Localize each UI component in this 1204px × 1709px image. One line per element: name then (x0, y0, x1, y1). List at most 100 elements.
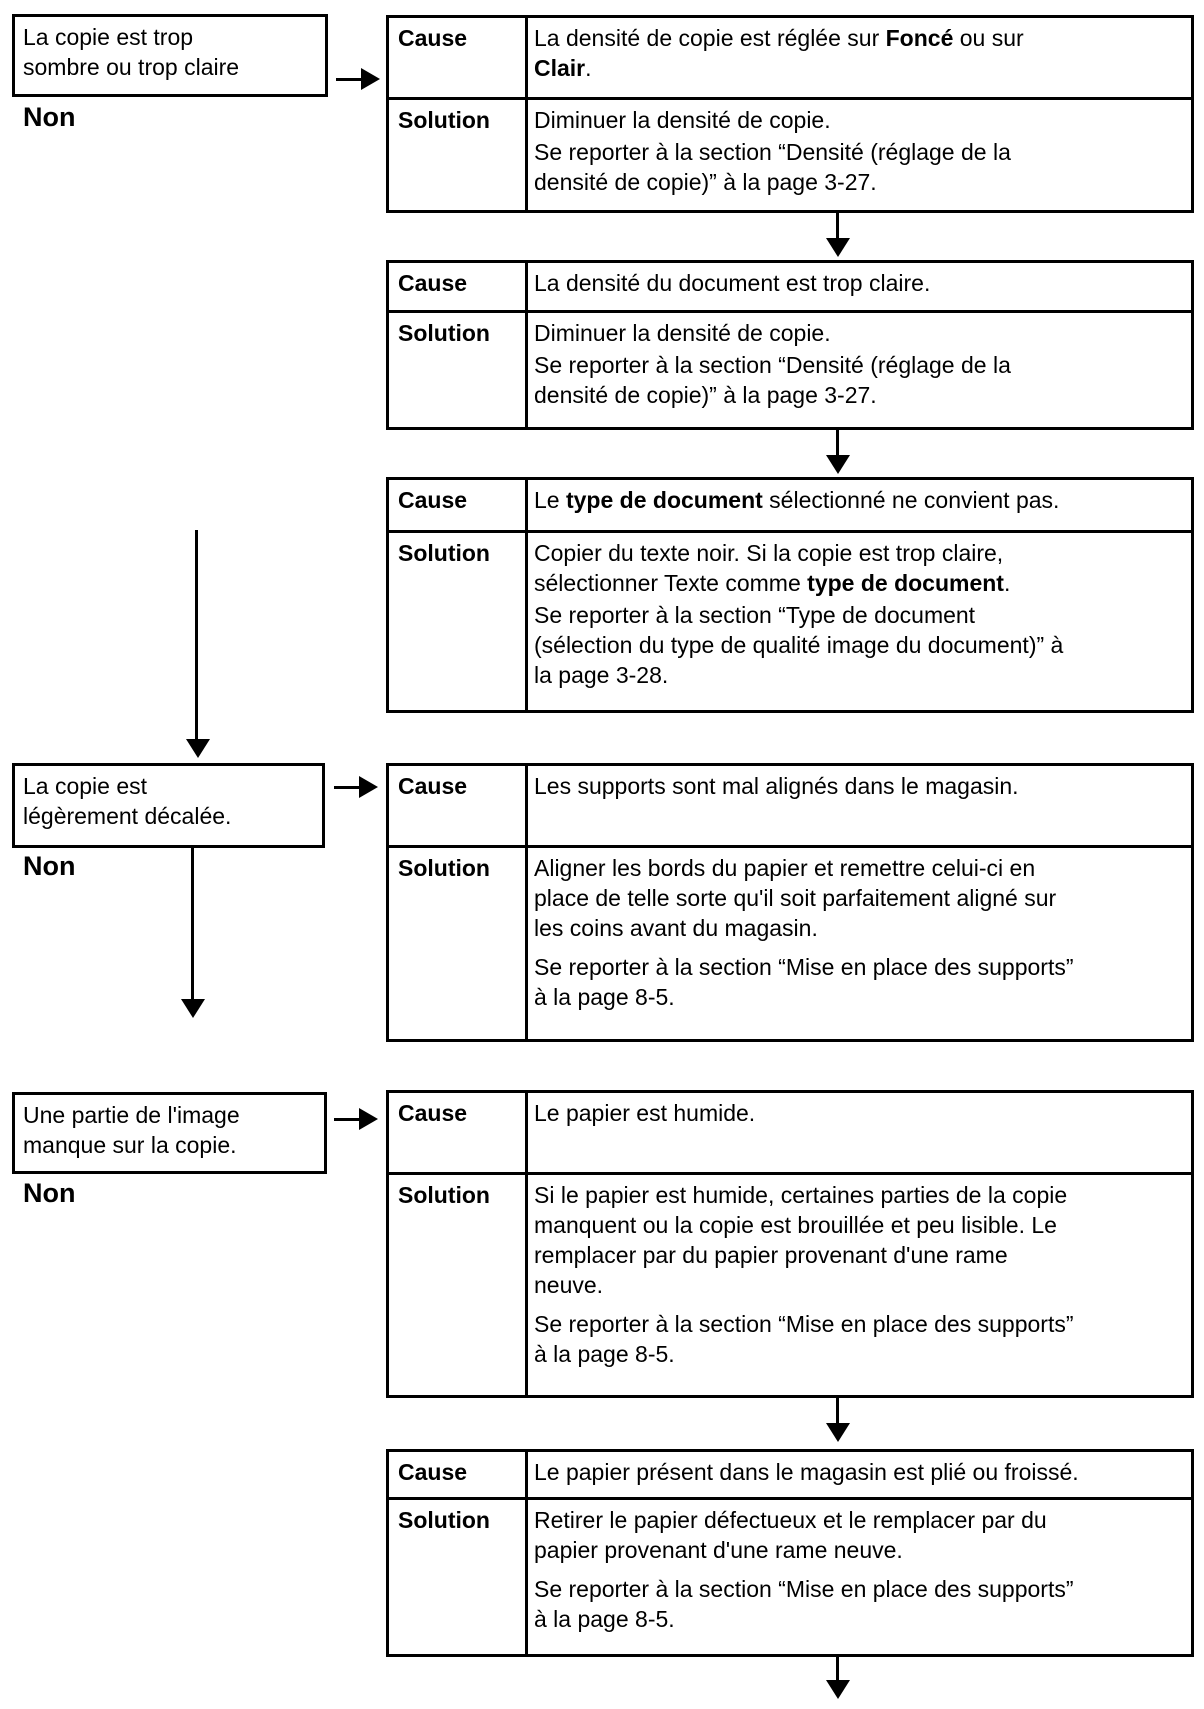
arrow-head-icon (826, 238, 850, 257)
text-line: manquent ou la copie est brouillée et pe… (534, 1210, 1183, 1240)
text-segment: à la page 8-5. (534, 1606, 675, 1632)
row-content: Aligner les bords du papier et remettre … (528, 848, 1191, 1039)
row-content: La densité de copie est réglée sur Foncé… (528, 18, 1191, 97)
arrow-head-icon (359, 776, 378, 798)
text-line: place de telle sorte qu'il soit parfaite… (534, 883, 1183, 913)
text-segment: Si le papier est humide, certaines parti… (534, 1182, 1068, 1208)
arrow-head-icon (359, 1108, 378, 1130)
row-header: Solution (389, 1175, 528, 1395)
text-line: Diminuer la densité de copie. (534, 318, 1183, 348)
row-content: Copier du texte noir. Si la copie est tr… (528, 533, 1191, 710)
text-segment: à la page 8-5. (534, 1341, 675, 1367)
paragraph: Diminuer la densité de copie. (534, 105, 1183, 135)
paragraph: Retirer le papier défectueux et le rempl… (534, 1505, 1183, 1565)
text-line: neuve. (534, 1270, 1183, 1300)
arrow-stem (836, 1657, 839, 1681)
text-segment: Les supports sont mal alignés dans le ma… (534, 773, 1019, 799)
arrow-stem (334, 786, 360, 789)
row-header: Cause (389, 1093, 528, 1172)
text-segment: densité de copie)” à la page 3-27. (534, 169, 877, 195)
paragraph: Les supports sont mal alignés dans le ma… (534, 771, 1183, 801)
text-line: Le papier est humide. (534, 1098, 1183, 1128)
text-segment: . (585, 55, 592, 81)
problem-box-copy-slightly-offset: La copie est légèrement décalée. (12, 763, 325, 848)
text-line: Se reporter à la section “Mise en place … (534, 1574, 1183, 1604)
paragraph: Si le papier est humide, certaines parti… (534, 1180, 1183, 1300)
paragraph: Le type de document sélectionné ne convi… (534, 485, 1183, 515)
row-content: Diminuer la densité de copie. Se reporter… (528, 100, 1191, 210)
text-line: Le papier présent dans le magasin est pl… (534, 1457, 1183, 1487)
text-segment: La densité de copie est réglée sur (534, 25, 886, 51)
arrow-stem (334, 1118, 360, 1121)
arrow-stem (195, 530, 198, 740)
bold-text-segment: Clair (534, 55, 586, 81)
no-branch-label-3: Non (23, 1178, 76, 1208)
row-content: Le type de document sélectionné ne convi… (528, 480, 1191, 530)
text-segment: manquent ou la copie est brouillée et pe… (534, 1212, 1057, 1238)
paragraph: Aligner les bords du papier et remettre … (534, 853, 1183, 943)
row-header: Cause (389, 1452, 528, 1497)
bold-text-segment: type de document (807, 570, 1004, 596)
text-segment: Se reporter à la section “Type de docume… (534, 602, 976, 628)
text-segment: sélectionner Texte comme (534, 570, 808, 596)
paragraph: Le papier présent dans le magasin est pl… (534, 1457, 1183, 1487)
bold-text-segment: type de document (565, 487, 763, 513)
text-segment: Aligner les bords du papier et remettre … (534, 855, 1036, 881)
text-segment: Le papier présent dans le magasin est pl… (534, 1459, 1079, 1485)
text-line: Se reporter à la section “Densité (régla… (534, 350, 1183, 380)
row-header: Cause (389, 18, 528, 97)
text-segment: neuve. (534, 1272, 604, 1298)
text-line: Les supports sont mal alignés dans le ma… (534, 771, 1183, 801)
paragraph: Se reporter à la section “Densité (régla… (534, 137, 1183, 197)
text-segment: Diminuer la densité de copie. (534, 320, 831, 346)
arrow-stem (836, 213, 839, 239)
text-line: Retirer le papier défectueux et le rempl… (534, 1505, 1183, 1535)
no-branch-label-1: Non (23, 102, 76, 132)
row-header: Solution (389, 1500, 528, 1654)
text-segment: Se reporter à la section “Mise en place … (534, 1311, 1074, 1337)
text-segment: Se reporter à la section “Mise en place … (534, 1576, 1074, 1602)
text-segment: les coins avant du magasin. (534, 915, 818, 941)
row-content: Le papier présent dans le magasin est pl… (528, 1452, 1191, 1497)
arrow-head-icon (181, 999, 205, 1018)
row-header: Cause (389, 766, 528, 845)
paragraph: Copier du texte noir. Si la copie est tr… (534, 538, 1183, 598)
row-content: Les supports sont mal alignés dans le ma… (528, 766, 1191, 845)
text-line: (sélection du type de qualité image du d… (534, 630, 1183, 660)
paragraph: Se reporter à la section “Mise en place … (534, 952, 1183, 1012)
no-branch-label-2: Non (23, 851, 76, 881)
text-line: papier provenant d'une rame neuve. (534, 1535, 1183, 1565)
text-segment: densité de copie)” à la page 3-27. (534, 382, 877, 408)
paragraph: La densité du document est trop claire. (534, 268, 1183, 298)
text-line: à la page 8-5. (534, 1339, 1183, 1369)
row-content: La densité du document est trop claire. (528, 263, 1191, 310)
text-line: La densité de copie est réglée sur Foncé… (534, 23, 1183, 53)
text-line: Si le papier est humide, certaines parti… (534, 1180, 1183, 1210)
arrow-stem (836, 1398, 839, 1424)
row-content: Diminuer la densité de copie. Se reporter… (528, 313, 1191, 427)
text-segment: Se reporter à la section “Densité (régla… (534, 352, 1011, 378)
text-segment: Diminuer la densité de copie. (534, 107, 831, 133)
text-segment: Retirer le papier défectueux et le rempl… (534, 1507, 1047, 1533)
text-line: Se reporter à la section “Mise en place … (534, 952, 1183, 982)
text-line: les coins avant du magasin. (534, 913, 1183, 943)
text-line: à la page 8-5. (534, 982, 1183, 1012)
text-line: à la page 8-5. (534, 1604, 1183, 1634)
arrow-head-icon (826, 1680, 850, 1699)
text-line: Se reporter à la section “Mise en place … (534, 1309, 1183, 1339)
row-header: Solution (389, 848, 528, 1039)
text-line: Se reporter à la section “Densité (régla… (534, 137, 1183, 167)
text-line: la page 3-28. (534, 660, 1183, 690)
